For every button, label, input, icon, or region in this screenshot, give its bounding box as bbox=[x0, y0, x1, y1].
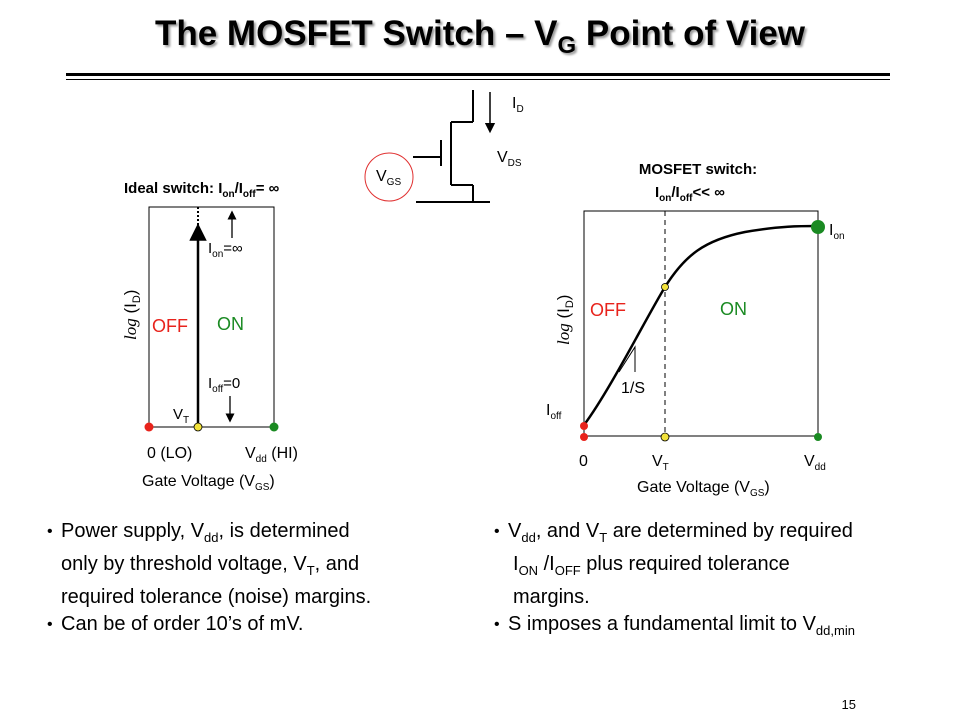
mosfet-plot-frame bbox=[583, 210, 819, 437]
vgs-circle bbox=[364, 152, 414, 202]
ideal-on-dot bbox=[269, 422, 279, 432]
ideal-vt-label: VT bbox=[173, 406, 189, 426]
mosfet-on-label: ON bbox=[720, 299, 747, 319]
slope-label: 1/S bbox=[621, 380, 645, 397]
mosfet-x-axis-label: Gate Voltage (VGS) bbox=[637, 479, 770, 499]
id-curve bbox=[582, 224, 819, 426]
right-bullet-list: Vdd, and VT are determined by required I… bbox=[494, 518, 934, 644]
mosfet-heading-line1: MOSFET switch: bbox=[639, 161, 757, 178]
slide-title: The MOSFET Switch – VG Point of View bbox=[154, 14, 806, 59]
ideal-plot-frame bbox=[148, 206, 275, 428]
mosfet-switch-panel: MOSFET switch: Ion/Ioff<< ∞ log (ID) 1/S… bbox=[546, 161, 845, 499]
left-bullet-list: Power supply, Vdd, is determined only by… bbox=[47, 518, 467, 638]
axis-vdd-dot bbox=[814, 433, 822, 441]
vds-label: VDS bbox=[497, 149, 522, 169]
vgs-label: VGS bbox=[376, 168, 401, 188]
ideal-on-label: ON bbox=[217, 314, 244, 334]
ion-label: Ion bbox=[829, 222, 845, 242]
ideal-off-label: OFF bbox=[152, 316, 188, 336]
right-bullet-1: Vdd, and VT are determined by required I… bbox=[494, 518, 934, 611]
ideal-y-axis-label: log (ID) bbox=[121, 290, 143, 340]
ideal-x-right-label: Vdd (HI) bbox=[245, 445, 298, 465]
vt-axis-label: VT bbox=[652, 453, 669, 473]
mosfet-off-label: OFF bbox=[590, 300, 626, 320]
ion-dot bbox=[811, 220, 825, 234]
mosfet-y-axis-label: log (ID) bbox=[554, 295, 576, 345]
ideal-heading: Ideal switch: Ion/Ioff= ∞ bbox=[124, 180, 280, 200]
vdd-axis-label: Vdd bbox=[804, 453, 826, 473]
ion-label: Ion=∞ bbox=[208, 240, 243, 260]
mosfet-heading-line2: Ion/Ioff<< ∞ bbox=[655, 184, 725, 204]
ideal-vt-dot bbox=[193, 422, 203, 432]
left-bullet-2: Can be of order 10’s of mV. bbox=[47, 611, 467, 638]
ideal-switch-panel: Ideal switch: Ion/Ioff= ∞ log (ID) OFF O… bbox=[121, 180, 298, 493]
ioff-dot bbox=[580, 422, 588, 430]
ideal-x-left-label: 0 (LO) bbox=[147, 445, 192, 462]
ideal-off-dot bbox=[144, 422, 154, 432]
axis-vt-dot bbox=[660, 432, 670, 442]
ioff-label: Ioff=0 bbox=[208, 375, 240, 395]
title-rule-thin bbox=[66, 79, 890, 80]
axis-zero-dot bbox=[580, 433, 588, 441]
left-bullet-1: Power supply, Vdd, is determined only by… bbox=[47, 518, 467, 611]
right-bullet-2: S imposes a fundamental limit to Vdd,min bbox=[494, 611, 934, 644]
ioff-label: Ioff bbox=[546, 402, 562, 422]
page-number: 15 bbox=[841, 697, 856, 712]
id-label: ID bbox=[512, 95, 524, 115]
slope-triangle bbox=[618, 345, 636, 373]
ideal-x-axis-label: Gate Voltage (VGS) bbox=[142, 473, 275, 493]
x-zero-label: 0 bbox=[579, 453, 588, 470]
mosfet-symbol: ID VDS VGS bbox=[364, 90, 524, 203]
curve-vt-dot bbox=[661, 283, 669, 291]
title-rule-thick bbox=[66, 73, 890, 76]
